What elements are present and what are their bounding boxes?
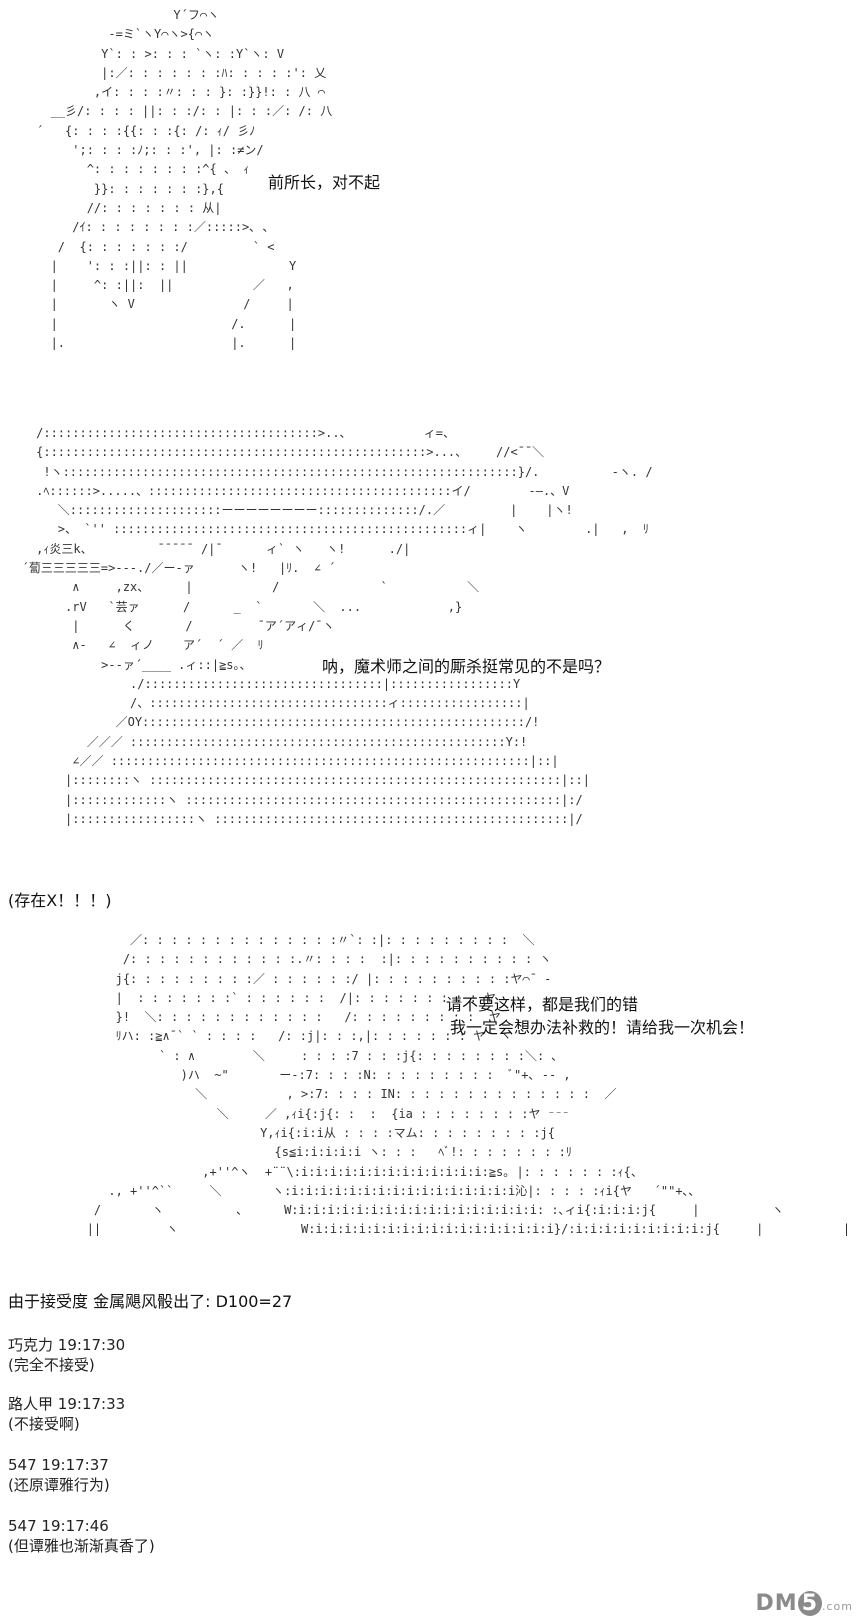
comment-time: 19:17:37: [41, 1456, 109, 1474]
comment-header: 巧克力 19:17:30: [8, 1335, 125, 1355]
dialog-apology-line: 前所长，对不起: [268, 173, 381, 192]
watermark-prefix: DM: [755, 1591, 798, 1616]
watermark-number: 5: [797, 1591, 822, 1616]
comment-author: 巧克力: [8, 1336, 54, 1354]
dice-roll-result: 由于接受度 金属飓风骰出了: D100=27: [8, 1292, 293, 1311]
comment-author: 547: [8, 1456, 37, 1474]
dialog-exclaim-line: (存在X！！！): [8, 891, 112, 910]
watermark-suffix: .com: [822, 1600, 853, 1613]
comment-author: 路人甲: [8, 1395, 54, 1413]
ascii-art-figure-standing: Y´フ⌒ヽ -=ミ`ヽY⌒ヽ>{⌒ヽ Y`: : >: : : `ヽ: :Y`ヽ…: [36, 8, 333, 351]
ascii-art-figure-pleading: ／: : : : : : : : : : : : : :〃`: :|: : : …: [86, 933, 851, 1237]
ascii-art-figure-mage: /::::::::::::::::::::::::::::::::::::::>…: [21, 426, 653, 826]
comment-text: (还原谭雅行为): [8, 1476, 110, 1494]
comment-text: (但谭雅也渐渐真香了): [8, 1537, 155, 1555]
dialog-mage-line: 呐，魔术师之间的厮杀挺常见的不是吗？: [322, 657, 611, 676]
comment-time: 19:17:46: [41, 1517, 109, 1535]
comment-time: 19:17:30: [57, 1336, 126, 1354]
comment-text: (完全不接受): [8, 1356, 95, 1374]
dialog-plea-line-2: 我一定会想办法补救的！请给我一次机会！: [450, 1018, 755, 1037]
comment-header: 547 19:17:46: [8, 1516, 109, 1536]
comment-text: (不接受啊): [8, 1415, 80, 1433]
comment-header: 路人甲 19:17:33: [8, 1394, 125, 1414]
dialog-plea-line-1: 请不要这样，都是我们的错: [446, 995, 639, 1014]
comment-time: 19:17:33: [57, 1395, 126, 1413]
comment-author: 547: [8, 1517, 37, 1535]
comment-header: 547 19:17:37: [8, 1455, 109, 1475]
